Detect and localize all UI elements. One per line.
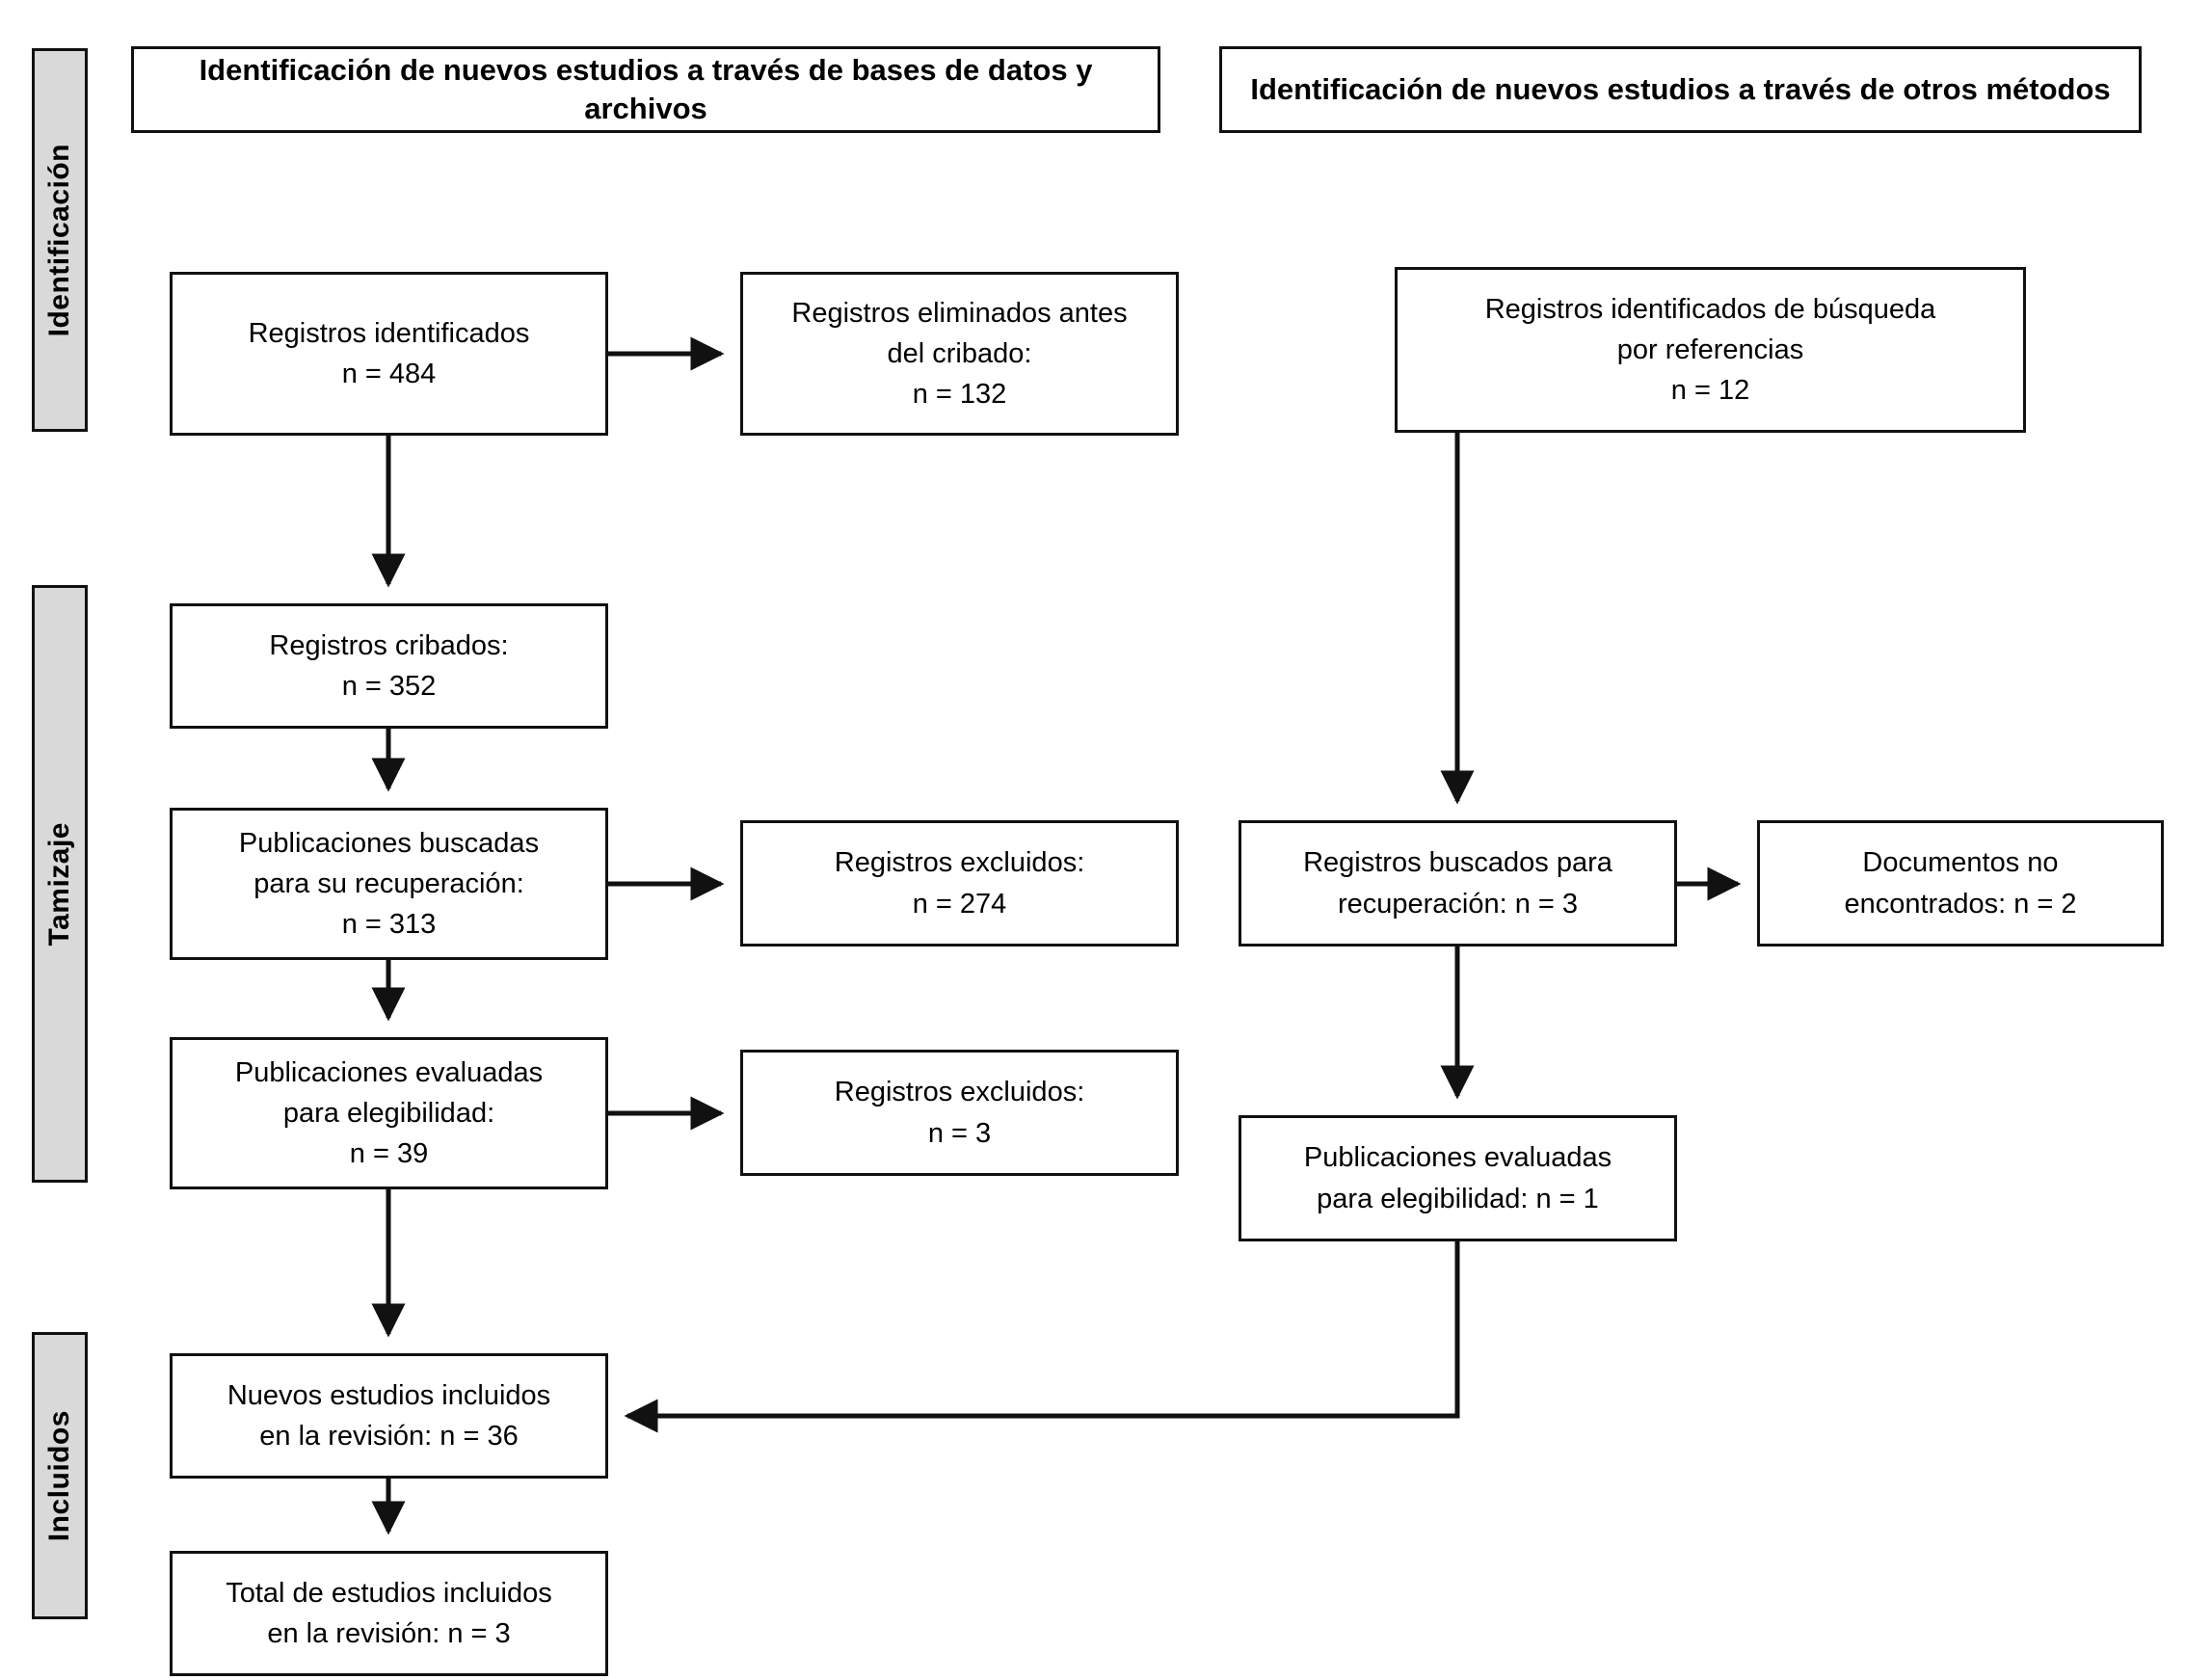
header-text-databases: Identificación de nuevos estudios a trav… [199,52,1093,125]
node-text-reports-not-retrieved-other-methods: Documentos no encontrados: n = 2 [1844,847,2077,920]
node-reports-assessed-for-eligibility: Publicaciones evaluadas para elegibilida… [170,1037,608,1189]
node-reports-assessed-other-methods: Publicaciones evaluadas para elegibilida… [1239,1115,1677,1241]
node-text-records-excluded-screening: Registros excluidos: n = 274 [834,847,1085,920]
node-text-reports-assessed-for-eligibility: Publicaciones evaluadas para elegibilida… [234,1056,544,1170]
header-box-other-methods: Identificación de nuevos estudios a trav… [1219,46,2142,133]
header-text-other-methods: Identificación de nuevos estudios a trav… [1250,71,2111,106]
node-text-records-excluded-eligibility: Registros excluidos: n = 3 [834,1077,1085,1149]
node-text-records-identified: Registros identificados n = 484 [248,317,530,389]
node-reports-not-retrieved-other-methods: Documentos no encontrados: n = 2 [1757,820,2164,947]
node-reports-sought-for-retrieval: Publicaciones buscadas para su recuperac… [170,808,608,960]
node-records-identified: Registros identificados n = 484 [170,272,608,436]
node-text-reports-sought-other-methods: Registros buscados para recuperación: n … [1303,847,1612,920]
node-text-records-screened: Registros cribados: n = 352 [269,629,509,702]
node-reports-sought-other-methods: Registros buscados para recuperación: n … [1239,820,1677,947]
phase-label-identificacion: Identificación [43,143,75,337]
node-records-excluded-eligibility: Registros excluidos: n = 3 [740,1050,1179,1176]
node-text-records-identified-from-references: Registros identificados de búsqueda por … [1484,293,1936,407]
node-records-removed-before-screening: Registros eliminados antes del cribado: … [740,272,1179,436]
node-text-new-studies-included: Nuevos estudios incluidos en la revisión… [226,1379,551,1452]
node-text-reports-sought-for-retrieval: Publicaciones buscadas para su recuperac… [238,827,540,941]
node-text-records-removed-before-screening: Registros eliminados antes del cribado: … [791,297,1128,411]
phase-band-incluidos: Incluidos [32,1332,88,1619]
node-records-screened: Registros cribados: n = 352 [170,603,608,729]
phase-label-tamizaje: Tamizaje [43,821,75,947]
arrow-assessed-other-to-new-studies [624,1241,1460,1433]
node-records-excluded-screening: Registros excluidos: n = 274 [740,820,1179,947]
node-text-total-studies-included: Total de estudios incluidos en la revisi… [226,1577,552,1649]
node-records-identified-from-references: Registros identificados de búsqueda por … [1395,267,2026,433]
phase-label-incluidos: Incluidos [43,1409,75,1542]
phase-band-identificacion: Identificación [32,48,88,432]
node-text-reports-assessed-other-methods: Publicaciones evaluadas para elegibilida… [1303,1142,1612,1214]
phase-band-tamizaje: Tamizaje [32,585,88,1183]
node-total-studies-included: Total de estudios incluidos en la revisi… [170,1551,608,1676]
header-box-databases: Identificación de nuevos estudios a trav… [131,46,1160,133]
node-new-studies-included: Nuevos estudios incluidos en la revisión… [170,1353,608,1479]
